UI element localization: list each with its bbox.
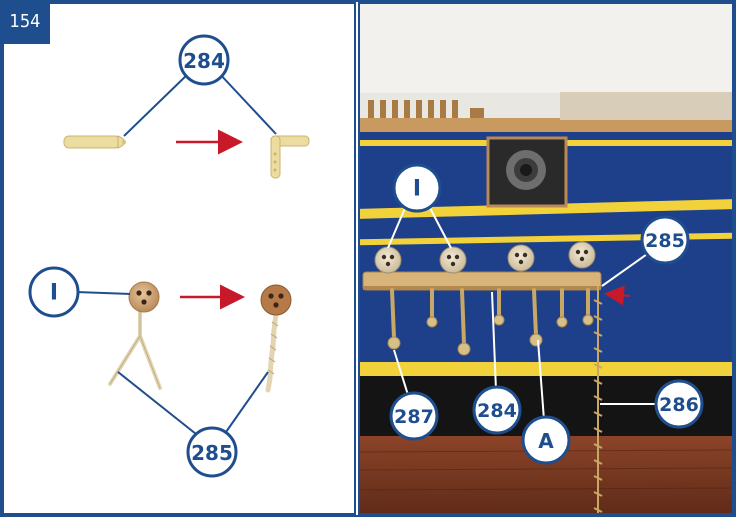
left-panel: 284 I <box>2 2 356 515</box>
rail-strip-bent <box>270 135 310 179</box>
chainplates <box>390 288 590 346</box>
callout-I-right: I <box>392 163 442 213</box>
chain <box>593 286 603 514</box>
callout-I-left: I <box>28 266 80 318</box>
callout-A-text: A <box>538 429 554 453</box>
channel-rail <box>362 271 602 291</box>
callout-284-right: 284 <box>472 385 522 435</box>
arrow-chain-attach <box>604 285 631 306</box>
gunport <box>486 136 568 208</box>
callout-I-left-text: I <box>50 281 58 306</box>
rail-deadeyes <box>374 241 596 274</box>
callout-I-right-text: I <box>413 177 421 202</box>
rail-strip-straight <box>63 135 126 149</box>
callout-286: 286 <box>654 379 704 429</box>
callout-284-right-text: 284 <box>477 400 517 422</box>
right-panel-border <box>358 2 734 515</box>
page-number-badge: 154 <box>0 0 50 44</box>
leader-285-b <box>225 371 269 433</box>
chainplate-feet <box>387 314 594 356</box>
callout-287-text: 287 <box>394 406 434 428</box>
callout-286-text: 286 <box>659 394 699 416</box>
left-panel-border <box>2 2 356 515</box>
callout-284: 284 <box>178 34 230 86</box>
callout-285-left-text: 285 <box>191 441 233 465</box>
leader-284-b <box>217 71 277 135</box>
leader-285-a <box>117 371 197 435</box>
leader-I-left <box>75 291 131 295</box>
leader-284-a <box>123 71 191 137</box>
callout-285-right-text: 285 <box>645 230 685 252</box>
callout-285-left: 285 <box>186 426 238 478</box>
right-leaders <box>387 207 657 421</box>
callout-287: 287 <box>389 391 439 441</box>
deadeye-with-twisted-chainplate <box>260 284 292 393</box>
callout-285-right: 285 <box>640 215 690 265</box>
right-panel: I 285 287 284 A 286 <box>358 2 734 515</box>
callout-284-text: 284 <box>183 49 225 73</box>
callout-A: A <box>521 415 571 465</box>
deadeye-with-spread-chainplate <box>108 281 162 390</box>
